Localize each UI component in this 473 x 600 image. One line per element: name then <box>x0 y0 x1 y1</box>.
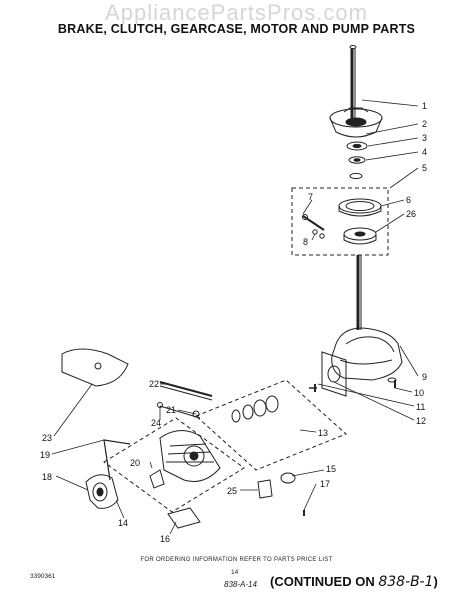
continued-note: (CONTINUED ON 838-B-1) <box>270 574 438 590</box>
callout-7: 7 <box>308 192 313 202</box>
callout-13: 13 <box>318 428 328 438</box>
page-number: 14 <box>231 569 239 576</box>
callout-17: 17 <box>320 479 330 489</box>
drain-hose-part <box>61 348 129 387</box>
callout-23: 23 <box>42 433 52 443</box>
document-number: 3390361 <box>30 573 56 580</box>
callout-25: 25 <box>227 486 237 496</box>
callout-11: 11 <box>416 402 425 412</box>
gearcase-part <box>331 327 403 383</box>
continued-reference: 838-B-1 <box>378 574 434 590</box>
ordering-note: FOR ORDERING INFORMATION REFER TO PARTS … <box>140 557 333 563</box>
callout-19: 19 <box>40 450 50 460</box>
page-title: BRAKE, CLUTCH, GEARCASE, MOTOR AND PUMP … <box>57 22 416 36</box>
watermark: AppliancePartsPros.com <box>105 0 368 25</box>
leader-lines <box>51 99 419 535</box>
clip-parts <box>257 472 305 516</box>
brake-washer-parts <box>346 141 368 180</box>
callout-4: 4 <box>422 147 427 157</box>
callout-18: 18 <box>42 472 52 482</box>
motor-box <box>103 417 245 513</box>
clutch-parts <box>302 198 382 245</box>
callout-14: 14 <box>118 518 128 528</box>
pump-part <box>85 439 131 509</box>
coupling-box <box>195 379 347 471</box>
callout-labels: 1 2 3 4 5 6 26 7 8 9 10 11 12 13 22 21 2… <box>40 101 427 544</box>
callout-22: 22 <box>149 379 159 389</box>
callout-21: 21 <box>166 405 176 415</box>
motor-bracket-part <box>157 381 213 419</box>
callout-1: 1 <box>422 101 427 111</box>
callout-10: 10 <box>414 388 424 398</box>
callout-20: 20 <box>130 458 140 468</box>
page-reference: 838-A-14 <box>224 580 257 589</box>
callout-24: 24 <box>151 418 161 428</box>
motor-part <box>149 430 221 489</box>
callout-8: 8 <box>303 237 308 247</box>
small-screws <box>309 380 396 392</box>
continued-prefix: (CONTINUED ON <box>270 574 379 589</box>
callout-9: 9 <box>422 372 427 382</box>
callout-6: 6 <box>406 195 411 205</box>
callout-26: 26 <box>406 209 416 219</box>
callout-5: 5 <box>422 163 427 173</box>
callout-15: 15 <box>326 464 336 474</box>
callout-16: 16 <box>160 534 170 544</box>
callout-3: 3 <box>422 133 427 143</box>
clutch-assembly-box <box>291 187 389 256</box>
coupling-parts <box>231 395 279 423</box>
motor-cover-part <box>167 507 201 529</box>
callout-12: 12 <box>416 416 426 426</box>
gearcase-shaft-part <box>356 255 362 330</box>
brake-shaft-part <box>349 45 357 118</box>
continued-suffix: ) <box>433 574 438 589</box>
callout-2: 2 <box>422 119 427 129</box>
